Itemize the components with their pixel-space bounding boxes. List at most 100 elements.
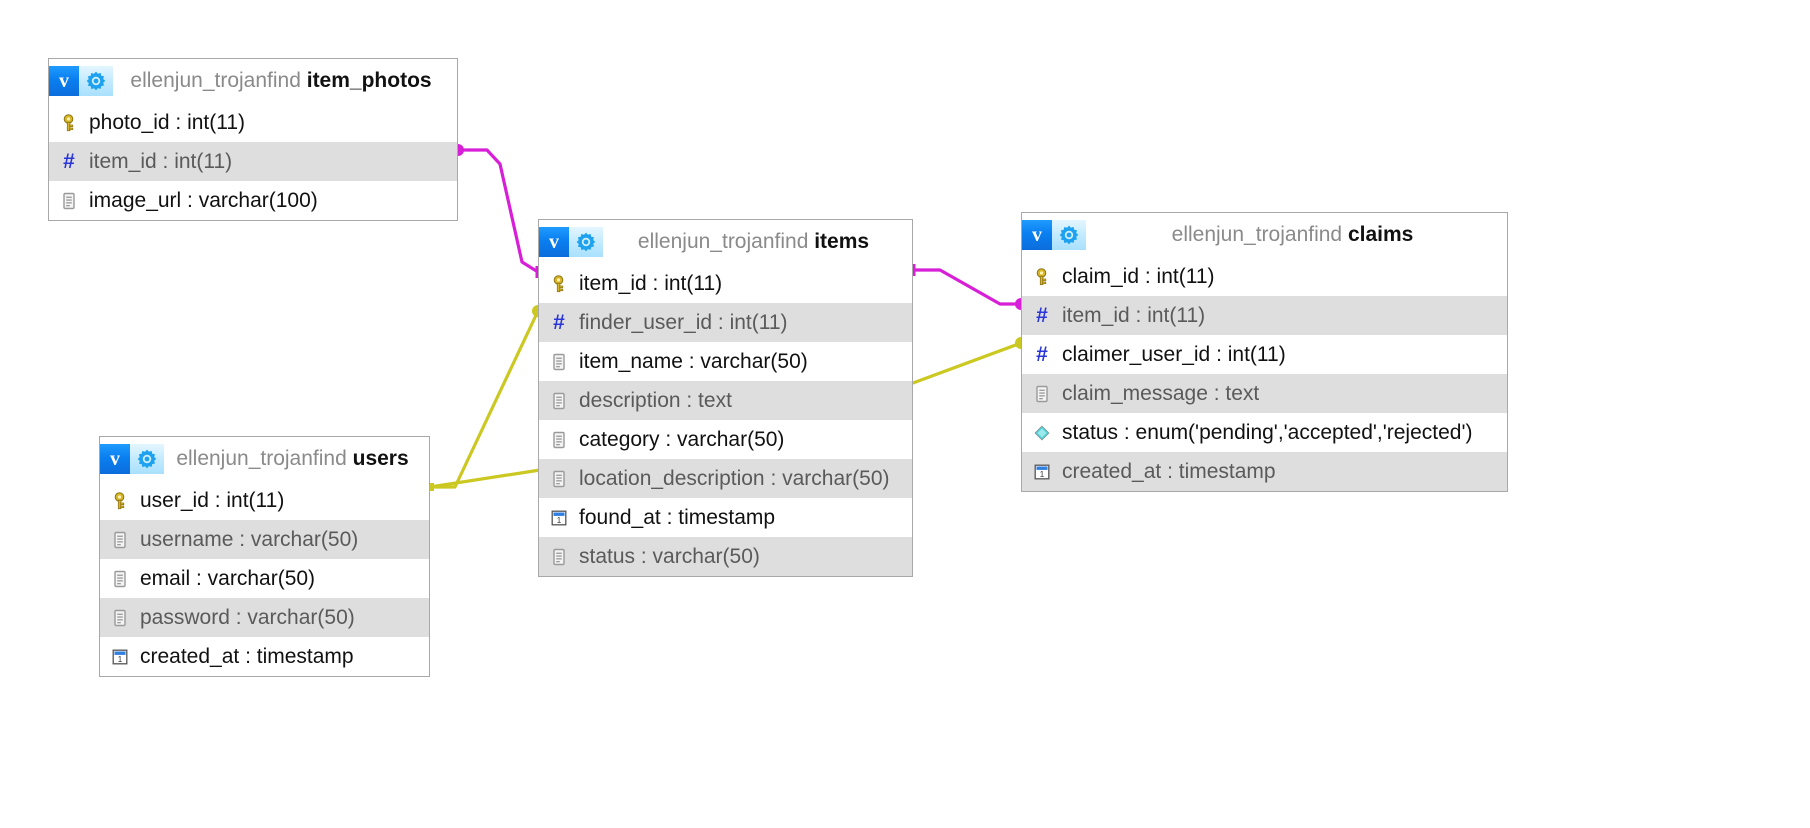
table-title-items: ellenjun_trojanfind items	[603, 230, 912, 254]
relationship-line	[428, 309, 540, 489]
column-row[interactable]: password : varchar(50)	[100, 598, 429, 637]
column-row[interactable]: image_url : varchar(100)	[49, 181, 457, 220]
schema-name: ellenjun_trojanfind	[637, 229, 809, 253]
column-label: user_id : int(11)	[140, 488, 285, 512]
document-icon	[548, 429, 570, 451]
column-row[interactable]: # finder_user_id : int(11)	[539, 303, 912, 342]
table-title-item_photos: ellenjun_trojanfind item_photos	[113, 69, 457, 93]
column-row[interactable]: location_description : varchar(50)	[539, 459, 912, 498]
key-icon	[1031, 266, 1053, 288]
table-name: item_photos	[306, 68, 432, 92]
calendar-icon: 1	[1031, 461, 1053, 483]
calendar-icon: 1	[548, 507, 570, 529]
relationship-line	[911, 268, 1023, 306]
table-users[interactable]: v ellenjun_trojanfind users user_id : int(…	[99, 436, 430, 677]
document-icon	[548, 351, 570, 373]
column-row[interactable]: # item_id : int(11)	[1022, 296, 1507, 335]
hash-icon: #	[553, 311, 565, 334]
column-label: category : varchar(50)	[579, 427, 785, 451]
column-label: password : varchar(50)	[140, 605, 355, 629]
column-label: claim_id : int(11)	[1062, 264, 1215, 288]
column-row[interactable]: 1 created_at : timestamp	[100, 637, 429, 676]
column-row[interactable]: 1 created_at : timestamp	[1022, 452, 1507, 491]
column-row[interactable]: status : varchar(50)	[539, 537, 912, 576]
column-label: status : varchar(50)	[579, 544, 760, 568]
column-row[interactable]: status : enum('pending','accepted','reje…	[1022, 413, 1507, 452]
document-icon	[58, 190, 80, 212]
diamond-icon	[1031, 422, 1053, 444]
column-row[interactable]: 1 found_at : timestamp	[539, 498, 912, 537]
column-label: photo_id : int(11)	[89, 110, 246, 134]
column-label: item_id : int(11)	[1062, 303, 1206, 327]
svg-text:1: 1	[1040, 470, 1045, 479]
column-row[interactable]: user_id : int(11)	[100, 481, 429, 520]
column-label: created_at : timestamp	[1062, 459, 1276, 483]
table-items[interactable]: v ellenjun_trojanfind items item_id : int(…	[538, 219, 913, 577]
table-name: items	[814, 229, 870, 253]
hash-icon: #	[1036, 343, 1048, 366]
schema-name: ellenjun_trojanfind	[130, 68, 301, 92]
svg-text:1: 1	[557, 516, 562, 525]
column-label: created_at : timestamp	[140, 644, 354, 668]
schema-name: ellenjun_trojanfind	[1171, 222, 1343, 246]
relationship-line	[456, 148, 540, 274]
column-label: item_id : int(11)	[579, 271, 723, 295]
table-header-items[interactable]: v ellenjun_trojanfind items	[539, 220, 912, 264]
table-header-users[interactable]: v ellenjun_trojanfind users	[100, 437, 429, 481]
column-label: image_url : varchar(100)	[89, 188, 318, 212]
document-icon	[109, 607, 131, 629]
table-title-users: ellenjun_trojanfind users	[164, 447, 429, 471]
column-row[interactable]: category : varchar(50)	[539, 420, 912, 459]
relationship-fk-items-users[interactable]	[426, 305, 544, 491]
v-badge-icon: v	[1022, 219, 1052, 250]
gear-icon[interactable]	[79, 65, 113, 96]
hash-icon: #	[63, 150, 75, 173]
column-row[interactable]: # item_id : int(11)	[49, 142, 457, 181]
column-label: claim_message : text	[1062, 381, 1260, 405]
gear-icon[interactable]	[1052, 219, 1086, 250]
column-row[interactable]: # claimer_user_id : int(11)	[1022, 335, 1507, 374]
column-row[interactable]: claim_message : text	[1022, 374, 1507, 413]
column-label: item_name : varchar(50)	[579, 349, 808, 373]
column-row[interactable]: photo_id : int(11)	[49, 103, 457, 142]
gear-icon[interactable]	[130, 443, 164, 474]
table-header-icons: v	[100, 443, 164, 474]
calendar-icon: 1	[109, 646, 131, 668]
v-badge-icon: v	[100, 443, 130, 474]
column-row[interactable]: email : varchar(50)	[100, 559, 429, 598]
gear-icon[interactable]	[569, 226, 603, 257]
column-row[interactable]: item_id : int(11)	[539, 264, 912, 303]
document-icon	[1031, 383, 1053, 405]
column-label: status : enum('pending','accepted','reje…	[1062, 420, 1473, 444]
v-badge-icon: v	[49, 65, 79, 96]
column-label: email : varchar(50)	[140, 566, 316, 590]
svg-text:1: 1	[118, 655, 123, 664]
key-icon	[58, 112, 80, 134]
column-row[interactable]: item_name : varchar(50)	[539, 342, 912, 381]
column-row[interactable]: username : varchar(50)	[100, 520, 429, 559]
hash-icon: #	[1036, 304, 1048, 327]
column-label: username : varchar(50)	[140, 527, 359, 551]
relationship-fk-item-photos-items[interactable]	[452, 144, 541, 278]
column-label: item_id : int(11)	[89, 149, 233, 173]
document-icon	[109, 568, 131, 590]
column-row[interactable]: description : text	[539, 381, 912, 420]
relationship-fk-claims-items[interactable]	[910, 264, 1028, 310]
column-row[interactable]: claim_id : int(11)	[1022, 257, 1507, 296]
document-icon	[548, 390, 570, 412]
v-badge-icon: v	[539, 226, 569, 257]
column-label: found_at : timestamp	[579, 505, 776, 529]
key-icon	[109, 490, 131, 512]
document-icon	[548, 546, 570, 568]
table-header-icons: v	[1022, 219, 1086, 250]
column-label: finder_user_id : int(11)	[579, 310, 788, 334]
table-header-item_photos[interactable]: v ellenjun_trojanfind item_photos	[49, 59, 457, 103]
table-item_photos[interactable]: v ellenjun_trojanfind item_photos photo_id…	[48, 58, 458, 221]
document-icon	[548, 468, 570, 490]
column-label: claimer_user_id : int(11)	[1062, 342, 1286, 366]
table-header-icons: v	[539, 226, 603, 257]
column-label: description : text	[579, 388, 732, 412]
